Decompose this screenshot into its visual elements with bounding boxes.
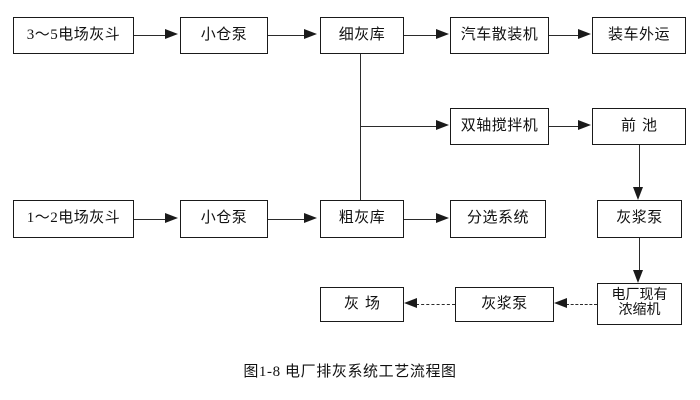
node-hopper-12[interactable]: 1～2电场灰斗 (13, 200, 134, 238)
node-twin-shaft-mixer[interactable]: 双轴搅拌机 (450, 108, 549, 145)
node-existing-thickener[interactable]: 电厂现有 浓缩机 (597, 283, 682, 325)
node-front-pool[interactable]: 前池 (592, 108, 686, 145)
edge-loader-to-transport-line (549, 35, 581, 36)
edge-fine-silo-to-loader-arrow-icon (436, 29, 449, 39)
edge-pump-to-fine-silo-line (268, 35, 306, 36)
edge-pump-to-fine-silo-arrow-icon (304, 29, 317, 39)
edge-hopper35-to-pump-arrow-icon (165, 29, 178, 39)
edge-coarse-silo-to-sorting-line (404, 219, 438, 220)
edge-thickener-to-slurry-pump-arrow-icon (554, 298, 567, 308)
node-fine-ash-silo[interactable]: 细灰库 (320, 17, 404, 54)
node-truck-bulk-loader[interactable]: 汽车散装机 (450, 17, 549, 54)
edge-loader-to-transport-arrow-icon (578, 29, 591, 39)
edge-front-pool-to-slurry-pump-line (639, 145, 640, 189)
edge-slurry-pump-to-ash-yard-line (416, 304, 455, 305)
edge-hopper35-to-pump-line (134, 35, 167, 36)
edge-front-pool-to-slurry-pump-arrow-icon (633, 187, 643, 200)
edge-fine-silo-to-coarse-silo-line (360, 54, 361, 200)
edge-fine-silo-to-mixer-line (360, 126, 438, 127)
edge-hopper12-to-pump-arrow-icon (165, 213, 178, 223)
edge-fine-silo-to-loader-line (404, 35, 438, 36)
edge-hopper12-to-pump-line (134, 219, 167, 220)
edge-coarse-silo-to-sorting-arrow-icon (436, 213, 449, 223)
node-hopper-35[interactable]: 3～5电场灰斗 (13, 17, 134, 54)
edge-mixer-to-front-pool-arrow-icon (578, 120, 591, 130)
node-sorting-system[interactable]: 分选系统 (450, 200, 546, 238)
node-slurry-pump-right[interactable]: 灰浆泵 (597, 200, 682, 238)
edge-slurry-pump-to-thickener-arrow-icon (633, 270, 643, 283)
edge-fine-silo-to-mixer-arrow-icon (436, 120, 449, 130)
node-ash-yard[interactable]: 灰场 (320, 287, 404, 322)
edge-mixer-to-front-pool-line (549, 126, 581, 127)
edge-thickener-to-slurry-pump-line (566, 304, 597, 305)
edge-slurry-pump-to-thickener-line (639, 238, 640, 272)
edge-pump-to-coarse-silo-line (268, 219, 306, 220)
figure-caption: 图1-8 电厂排灰系统工艺流程图 (243, 364, 457, 380)
node-pump-small-top[interactable]: 小仓泵 (180, 17, 268, 54)
edge-pump-to-coarse-silo-arrow-icon (304, 213, 317, 223)
node-coarse-ash-silo[interactable]: 粗灰库 (320, 200, 404, 238)
node-truck-transport[interactable]: 装车外运 (592, 17, 686, 54)
node-slurry-pump-bottom[interactable]: 灰浆泵 (455, 287, 554, 322)
node-pump-small-bottom[interactable]: 小仓泵 (180, 200, 268, 238)
edge-slurry-pump-to-ash-yard-arrow-icon (404, 298, 417, 308)
